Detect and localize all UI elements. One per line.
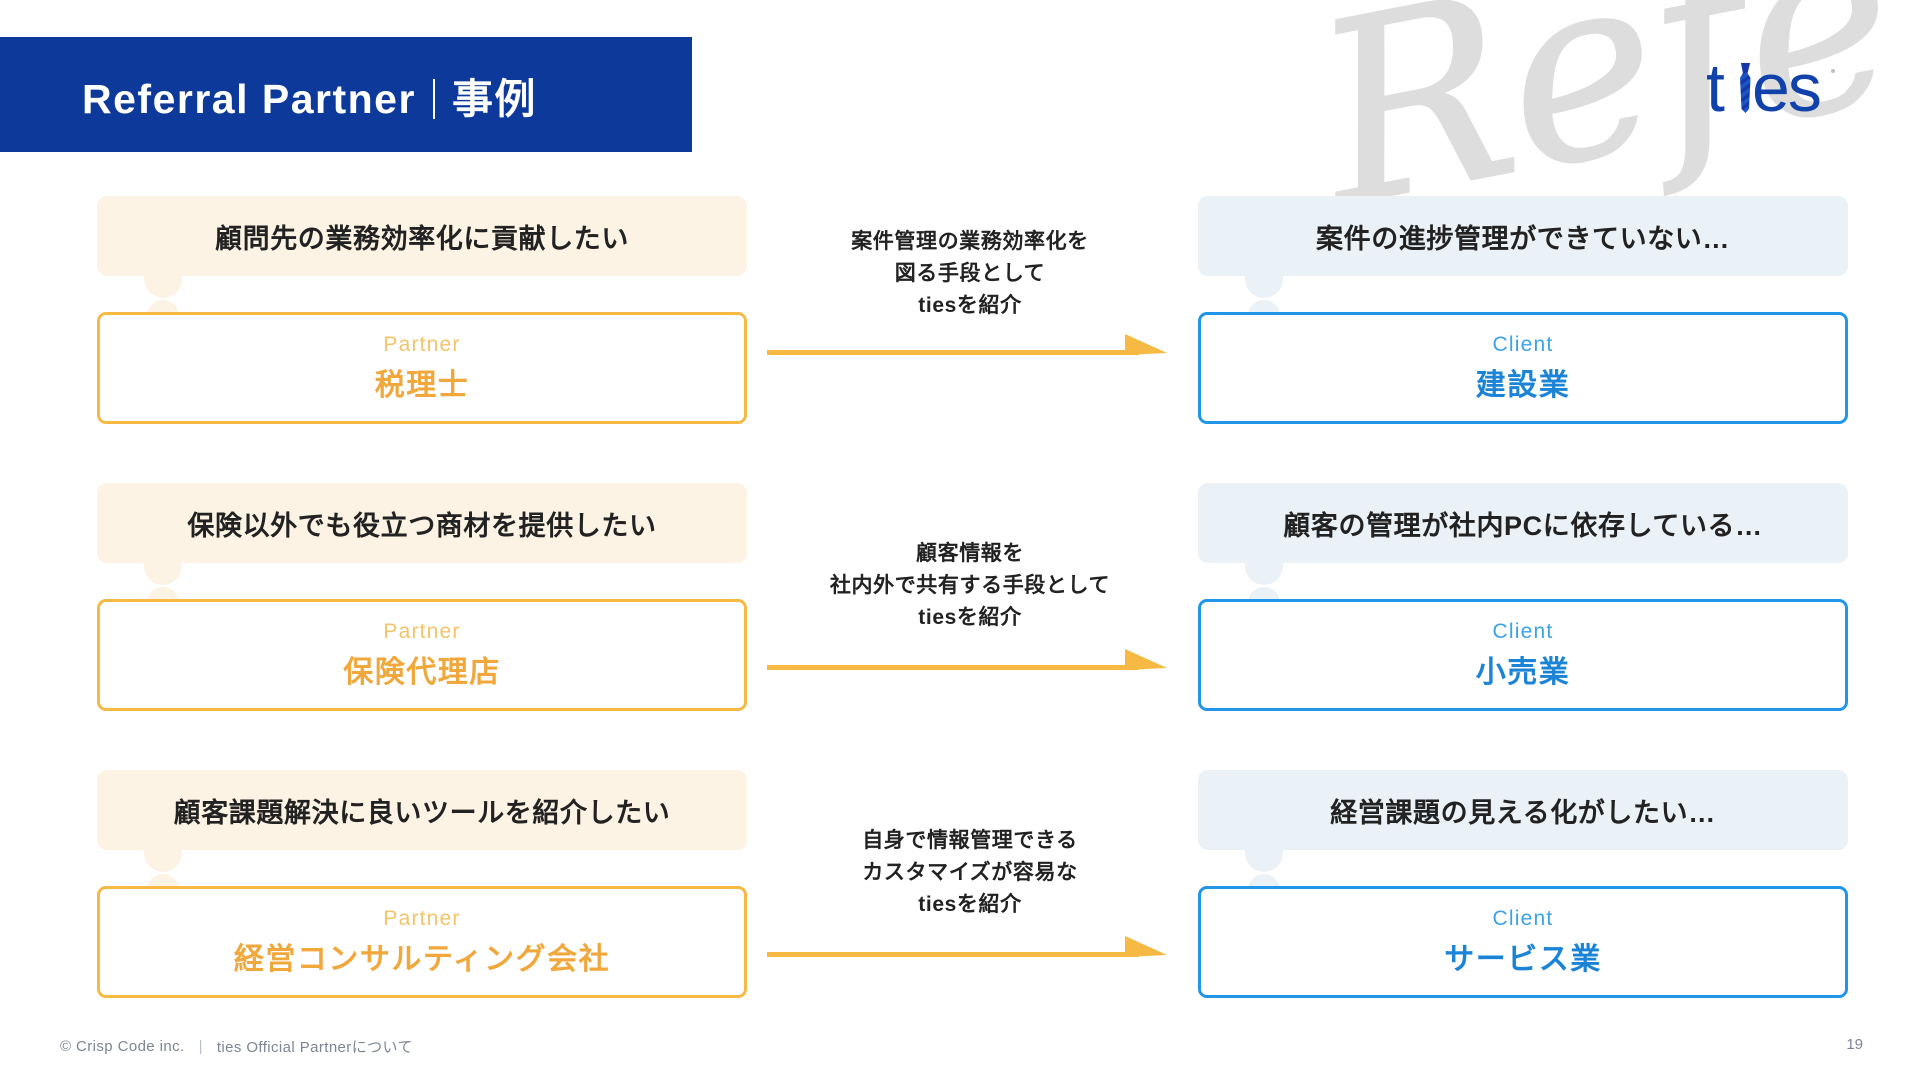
title-divider (432, 78, 435, 119)
footer-left-group: © Crisp Code inc. | ties Official Partne… (60, 1036, 413, 1057)
client-name: サービス業 (1444, 942, 1602, 976)
partner-card[interactable]: Partner 経営コンサルティング会社 (97, 886, 747, 998)
partner-role-label: Partner (383, 619, 461, 643)
partner-column: 顧問先の業務効率化に貢献したい Partner 税理士 (97, 196, 747, 424)
slide-title-bar: Referral Partner 事例 (0, 37, 692, 152)
case-row: 保険以外でも役立つ商材を提供したい Partner 保険代理店 顧客情報を 社内… (0, 483, 1920, 768)
client-bubble-text: 顧客の管理が社内PCに依存している… (1283, 510, 1763, 541)
bridge-line: 自身で情報管理できる (862, 829, 1078, 852)
bridge-text: 顧客情報を 社内外で共有する手段として tiesを紹介 (760, 483, 1180, 634)
referral-arrow-icon (767, 334, 1167, 360)
svg-text:es: es (1752, 55, 1820, 125)
client-column: 経営課題の見える化がしたい… Client サービス業 (1198, 770, 1848, 998)
page-title-en: Referral Partner (82, 75, 416, 122)
client-speech-bubble: 顧客の管理が社内PCに依存している… (1198, 483, 1848, 563)
client-column: 案件の進捗管理ができていない… Client 建設業 (1198, 196, 1848, 424)
client-role-label: Client (1492, 332, 1554, 356)
bridge-line: 案件管理の業務効率化を (851, 230, 1089, 253)
bubble-tail (144, 555, 182, 585)
page-title: Referral Partner 事例 (82, 65, 537, 125)
bridge-line: 図る手段として (894, 261, 1046, 285)
client-card[interactable]: Client 建設業 (1198, 312, 1848, 424)
partner-column: 顧客課題解決に良いツールを紹介したい Partner 経営コンサルティング会社 (97, 770, 747, 998)
bridge-line: カスタマイズが容易な (862, 860, 1078, 884)
partner-name: 保険代理店 (343, 655, 501, 689)
copyright-text: © Crisp Code inc. (60, 1038, 185, 1055)
case-row: 顧客課題解決に良いツールを紹介したい Partner 経営コンサルティング会社 … (0, 770, 1920, 1055)
referral-arrow-icon (767, 936, 1167, 962)
partner-column: 保険以外でも役立つ商材を提供したい Partner 保険代理店 (97, 483, 747, 711)
ties-logo: t es (1706, 50, 1846, 126)
client-card[interactable]: Client サービス業 (1198, 886, 1848, 998)
client-speech-bubble: 経営課題の見える化がしたい… (1198, 770, 1848, 850)
partner-speech-bubble: 顧問先の業務効率化に貢献したい (97, 196, 747, 276)
bubble-tail (144, 268, 182, 298)
bridge-text: 自身で情報管理できる カスタマイズが容易な tiesを紹介 (760, 770, 1180, 921)
bridge-line: tiesを紹介 (918, 293, 1022, 317)
client-column: 顧客の管理が社内PCに依存している… Client 小売業 (1198, 483, 1848, 711)
client-role-label: Client (1492, 619, 1554, 643)
client-card[interactable]: Client 小売業 (1198, 599, 1848, 711)
bubble-tail (144, 842, 182, 872)
partner-bubble-text: 保険以外でも役立つ商材を提供したい (187, 510, 657, 541)
partner-bubble-text: 顧客課題解決に良いツールを紹介したい (173, 797, 671, 828)
client-speech-bubble: 案件の進捗管理ができていない… (1198, 196, 1848, 276)
partner-bubble-text: 顧問先の業務効率化に貢献したい (215, 223, 629, 254)
partner-name: 税理士 (374, 368, 470, 402)
page-title-jp: 事例 (451, 75, 537, 122)
bridge-line: 社内外で共有する手段として (829, 573, 1111, 597)
partner-role-label: Partner (383, 906, 461, 930)
bubble-tail (1245, 555, 1283, 585)
bridge-line: 顧客情報を (916, 542, 1024, 565)
svg-text:t: t (1706, 55, 1725, 125)
partner-card[interactable]: Partner 税理士 (97, 312, 747, 424)
page-number: 19 (1846, 1036, 1863, 1053)
referral-arrow-icon (767, 649, 1167, 675)
bridge-line: tiesを紹介 (918, 605, 1022, 629)
client-role-label: Client (1492, 906, 1554, 930)
case-row: 顧問先の業務効率化に貢献したい Partner 税理士 案件管理の業務効率化を … (0, 196, 1920, 481)
partner-role-label: Partner (383, 332, 461, 356)
slide-footer: © Crisp Code inc. | ties Official Partne… (0, 1020, 1920, 1080)
client-name: 小売業 (1475, 655, 1571, 689)
client-name: 建設業 (1475, 368, 1571, 402)
bubble-tail (1245, 268, 1283, 298)
footer-note: ties Official Partnerについて (216, 1039, 413, 1056)
partner-speech-bubble: 保険以外でも役立つ商材を提供したい (97, 483, 747, 563)
partner-speech-bubble: 顧客課題解決に良いツールを紹介したい (97, 770, 747, 850)
bridge-text: 案件管理の業務効率化を 図る手段として tiesを紹介 (760, 196, 1180, 322)
partner-card[interactable]: Partner 保険代理店 (97, 599, 747, 711)
partner-name: 経営コンサルティング会社 (233, 942, 611, 976)
footer-divider: | (198, 1038, 203, 1055)
bubble-tail (1245, 842, 1283, 872)
client-bubble-text: 経営課題の見える化がしたい… (1330, 797, 1716, 828)
client-bubble-text: 案件の進捗管理ができていない… (1316, 223, 1730, 254)
bridge-line: tiesを紹介 (918, 892, 1022, 916)
